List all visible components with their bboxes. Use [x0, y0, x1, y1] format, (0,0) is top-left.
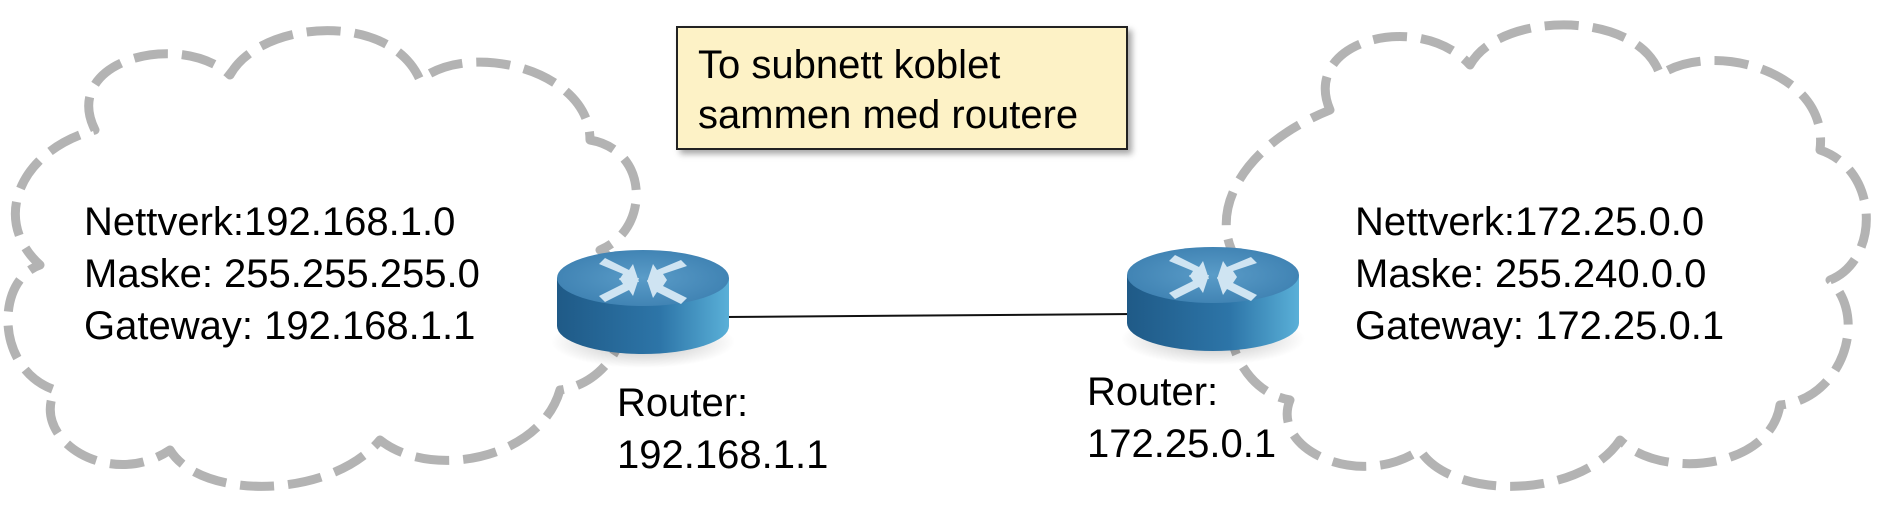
left-router-ip: 192.168.1.1	[617, 433, 829, 477]
left-network-info: Nettverk:192.168.1.0 Maske: 255.255.255.…	[84, 196, 480, 352]
right-network-info: Nettverk:172.25.0.0 Maske: 255.240.0.0 G…	[1355, 196, 1724, 352]
router-link	[724, 313, 1136, 318]
title-line-2: sammen med routere	[698, 93, 1079, 137]
right-router-ip: 172.25.0.1	[1087, 422, 1277, 466]
right-network-cloud	[1221, 20, 1871, 491]
left-router-label: Router: 192.168.1.1	[617, 377, 828, 481]
right-network-mask: Maske: 255.240.0.0	[1355, 252, 1707, 296]
right-router-title: Router:	[1087, 370, 1219, 414]
left-network-cloud	[3, 26, 641, 491]
right-network-gateway: Gateway: 172.25.0.1	[1355, 304, 1725, 348]
right-router-label: Router: 172.25.0.1	[1087, 366, 1276, 470]
left-router-title: Router:	[617, 381, 749, 425]
right-network-address: Nettverk:172.25.0.0	[1355, 200, 1705, 244]
left-router-icon	[551, 250, 735, 368]
left-network-mask: Maske: 255.255.255.0	[84, 252, 480, 296]
left-network-gateway: Gateway: 192.168.1.1	[84, 304, 476, 348]
title-box: To subnett koblet sammen med routere	[676, 26, 1128, 150]
title-line-1: To subnett koblet	[698, 43, 1001, 87]
right-router-icon	[1121, 247, 1305, 365]
left-network-address: Nettverk:192.168.1.0	[84, 200, 456, 244]
